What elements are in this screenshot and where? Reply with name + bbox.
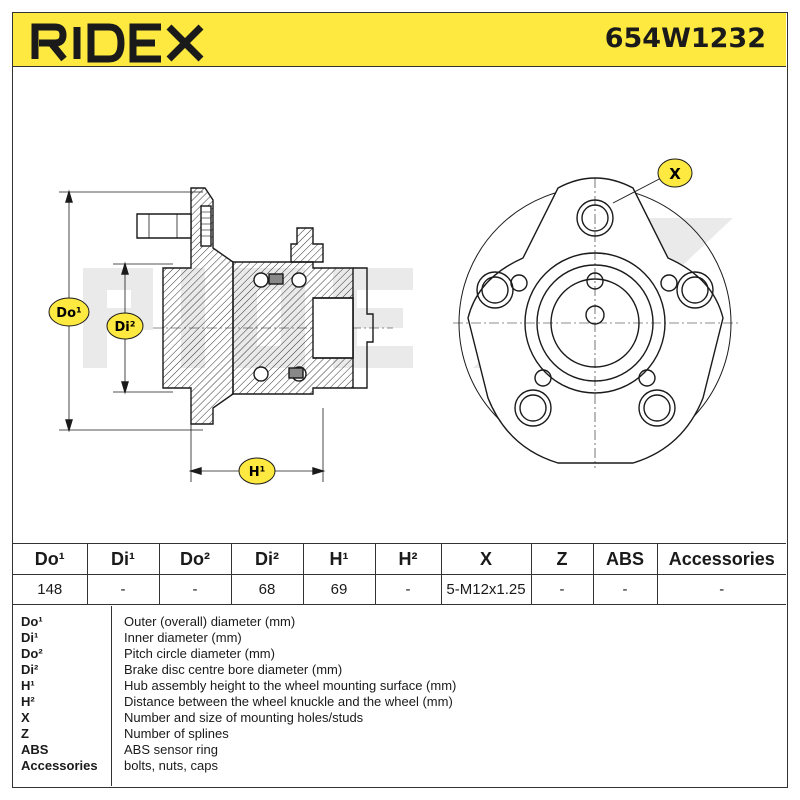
spec-value-accessories: - — [657, 574, 786, 605]
legend-row: Di² Brake disc centre bore diameter (mm) — [13, 662, 786, 678]
spec-value-abs: - — [593, 574, 658, 605]
legend-row: H² Distance between the wheel knuckle an… — [13, 694, 786, 710]
spec-header-accessories: Accessories — [657, 543, 786, 575]
legend-desc: Hub assembly height to the wheel mountin… — [124, 678, 457, 693]
spec-header-do1: Do¹ — [13, 543, 88, 575]
spec-value-do2: - — [159, 574, 232, 605]
spec-table: Do¹ Di¹ Do² Di² H¹ H² X Z ABS Accessorie… — [13, 543, 786, 605]
do1-badge: Do¹ — [48, 297, 90, 327]
drawing-canvas: Do¹ Di² H¹ X — [48, 158, 738, 485]
legend-key: Z — [21, 726, 29, 741]
legend-desc: Brake disc centre bore diameter (mm) — [124, 662, 343, 677]
legend-row: Accessories bolts, nuts, caps — [13, 758, 786, 774]
svg-text:X: X — [669, 165, 681, 183]
side-view — [59, 187, 393, 482]
legend-key: Accessories — [21, 758, 98, 773]
legend-key: Di² — [21, 662, 39, 677]
legend-key: X — [21, 710, 30, 725]
spec-value-x: 5-M12x1.25 — [441, 574, 532, 605]
spec-header-abs: ABS — [593, 543, 658, 575]
legend-key: H¹ — [21, 678, 35, 693]
svg-text:H¹: H¹ — [249, 465, 266, 480]
x-badge: X — [657, 158, 693, 188]
technical-drawing: Do¹ Di² H¹ X — [13, 68, 786, 538]
front-view — [453, 175, 738, 468]
legend-desc: Number and size of mounting holes/studs — [124, 710, 364, 725]
legend-row: H¹ Hub assembly height to the wheel moun… — [13, 678, 786, 694]
legend-row: ABS ABS sensor ring — [13, 742, 786, 758]
legend-desc: Pitch circle diameter (mm) — [124, 646, 275, 661]
legend-desc: ABS sensor ring — [124, 742, 218, 757]
legend-key: Do¹ — [21, 614, 43, 629]
spec-header-h2: H² — [375, 543, 442, 575]
spec-header-row: Do¹ Di¹ Do² Di² H¹ H² X Z ABS Accessorie… — [13, 543, 786, 575]
legend-row: Z Number of splines — [13, 726, 786, 742]
spec-value-z: - — [531, 574, 594, 605]
legend-key: ABS — [21, 742, 49, 757]
header-bar: 654W1232 — [13, 13, 786, 67]
legend: Do¹ Outer (overall) diameter (mm) Di¹ In… — [13, 606, 786, 786]
di2-badge: Di² — [106, 312, 144, 340]
spec-value-h2: - — [375, 574, 442, 605]
ridex-logo — [31, 23, 204, 63]
svg-text:Di²: Di² — [115, 320, 136, 335]
legend-desc: Number of splines — [124, 726, 229, 741]
spec-header-z: Z — [531, 543, 594, 575]
spec-value-h1: 69 — [303, 574, 376, 605]
svg-text:Do¹: Do¹ — [56, 306, 81, 321]
spec-header-h1: H¹ — [303, 543, 376, 575]
legend-row: Do² Pitch circle diameter (mm) — [13, 646, 786, 662]
legend-desc: Inner diameter (mm) — [124, 630, 242, 645]
datasheet-frame: 654W1232 — [12, 12, 788, 788]
spec-header-do2: Do² — [159, 543, 232, 575]
legend-key: Do² — [21, 646, 43, 661]
legend-desc: Distance between the wheel knuckle and t… — [124, 694, 453, 709]
legend-desc: bolts, nuts, caps — [124, 758, 218, 773]
legend-desc: Outer (overall) diameter (mm) — [124, 614, 296, 629]
part-number: 654W1232 — [604, 23, 766, 54]
h1-badge: H¹ — [238, 457, 276, 485]
legend-divider — [111, 606, 112, 786]
spec-header-x: X — [441, 543, 532, 575]
spec-value-row: 148 - - 68 69 - 5-M12x1.25 - - - — [13, 574, 786, 605]
legend-key: H² — [21, 694, 35, 709]
spec-header-di2: Di² — [231, 543, 304, 575]
legend-row: X Number and size of mounting holes/stud… — [13, 710, 786, 726]
spec-value-di1: - — [87, 574, 160, 605]
spec-value-do1: 148 — [13, 574, 88, 605]
spec-value-di2: 68 — [231, 574, 304, 605]
legend-row: Di¹ Inner diameter (mm) — [13, 630, 786, 646]
spec-header-di1: Di¹ — [87, 543, 160, 575]
legend-key: Di¹ — [21, 630, 39, 645]
legend-row: Do¹ Outer (overall) diameter (mm) — [13, 614, 786, 630]
